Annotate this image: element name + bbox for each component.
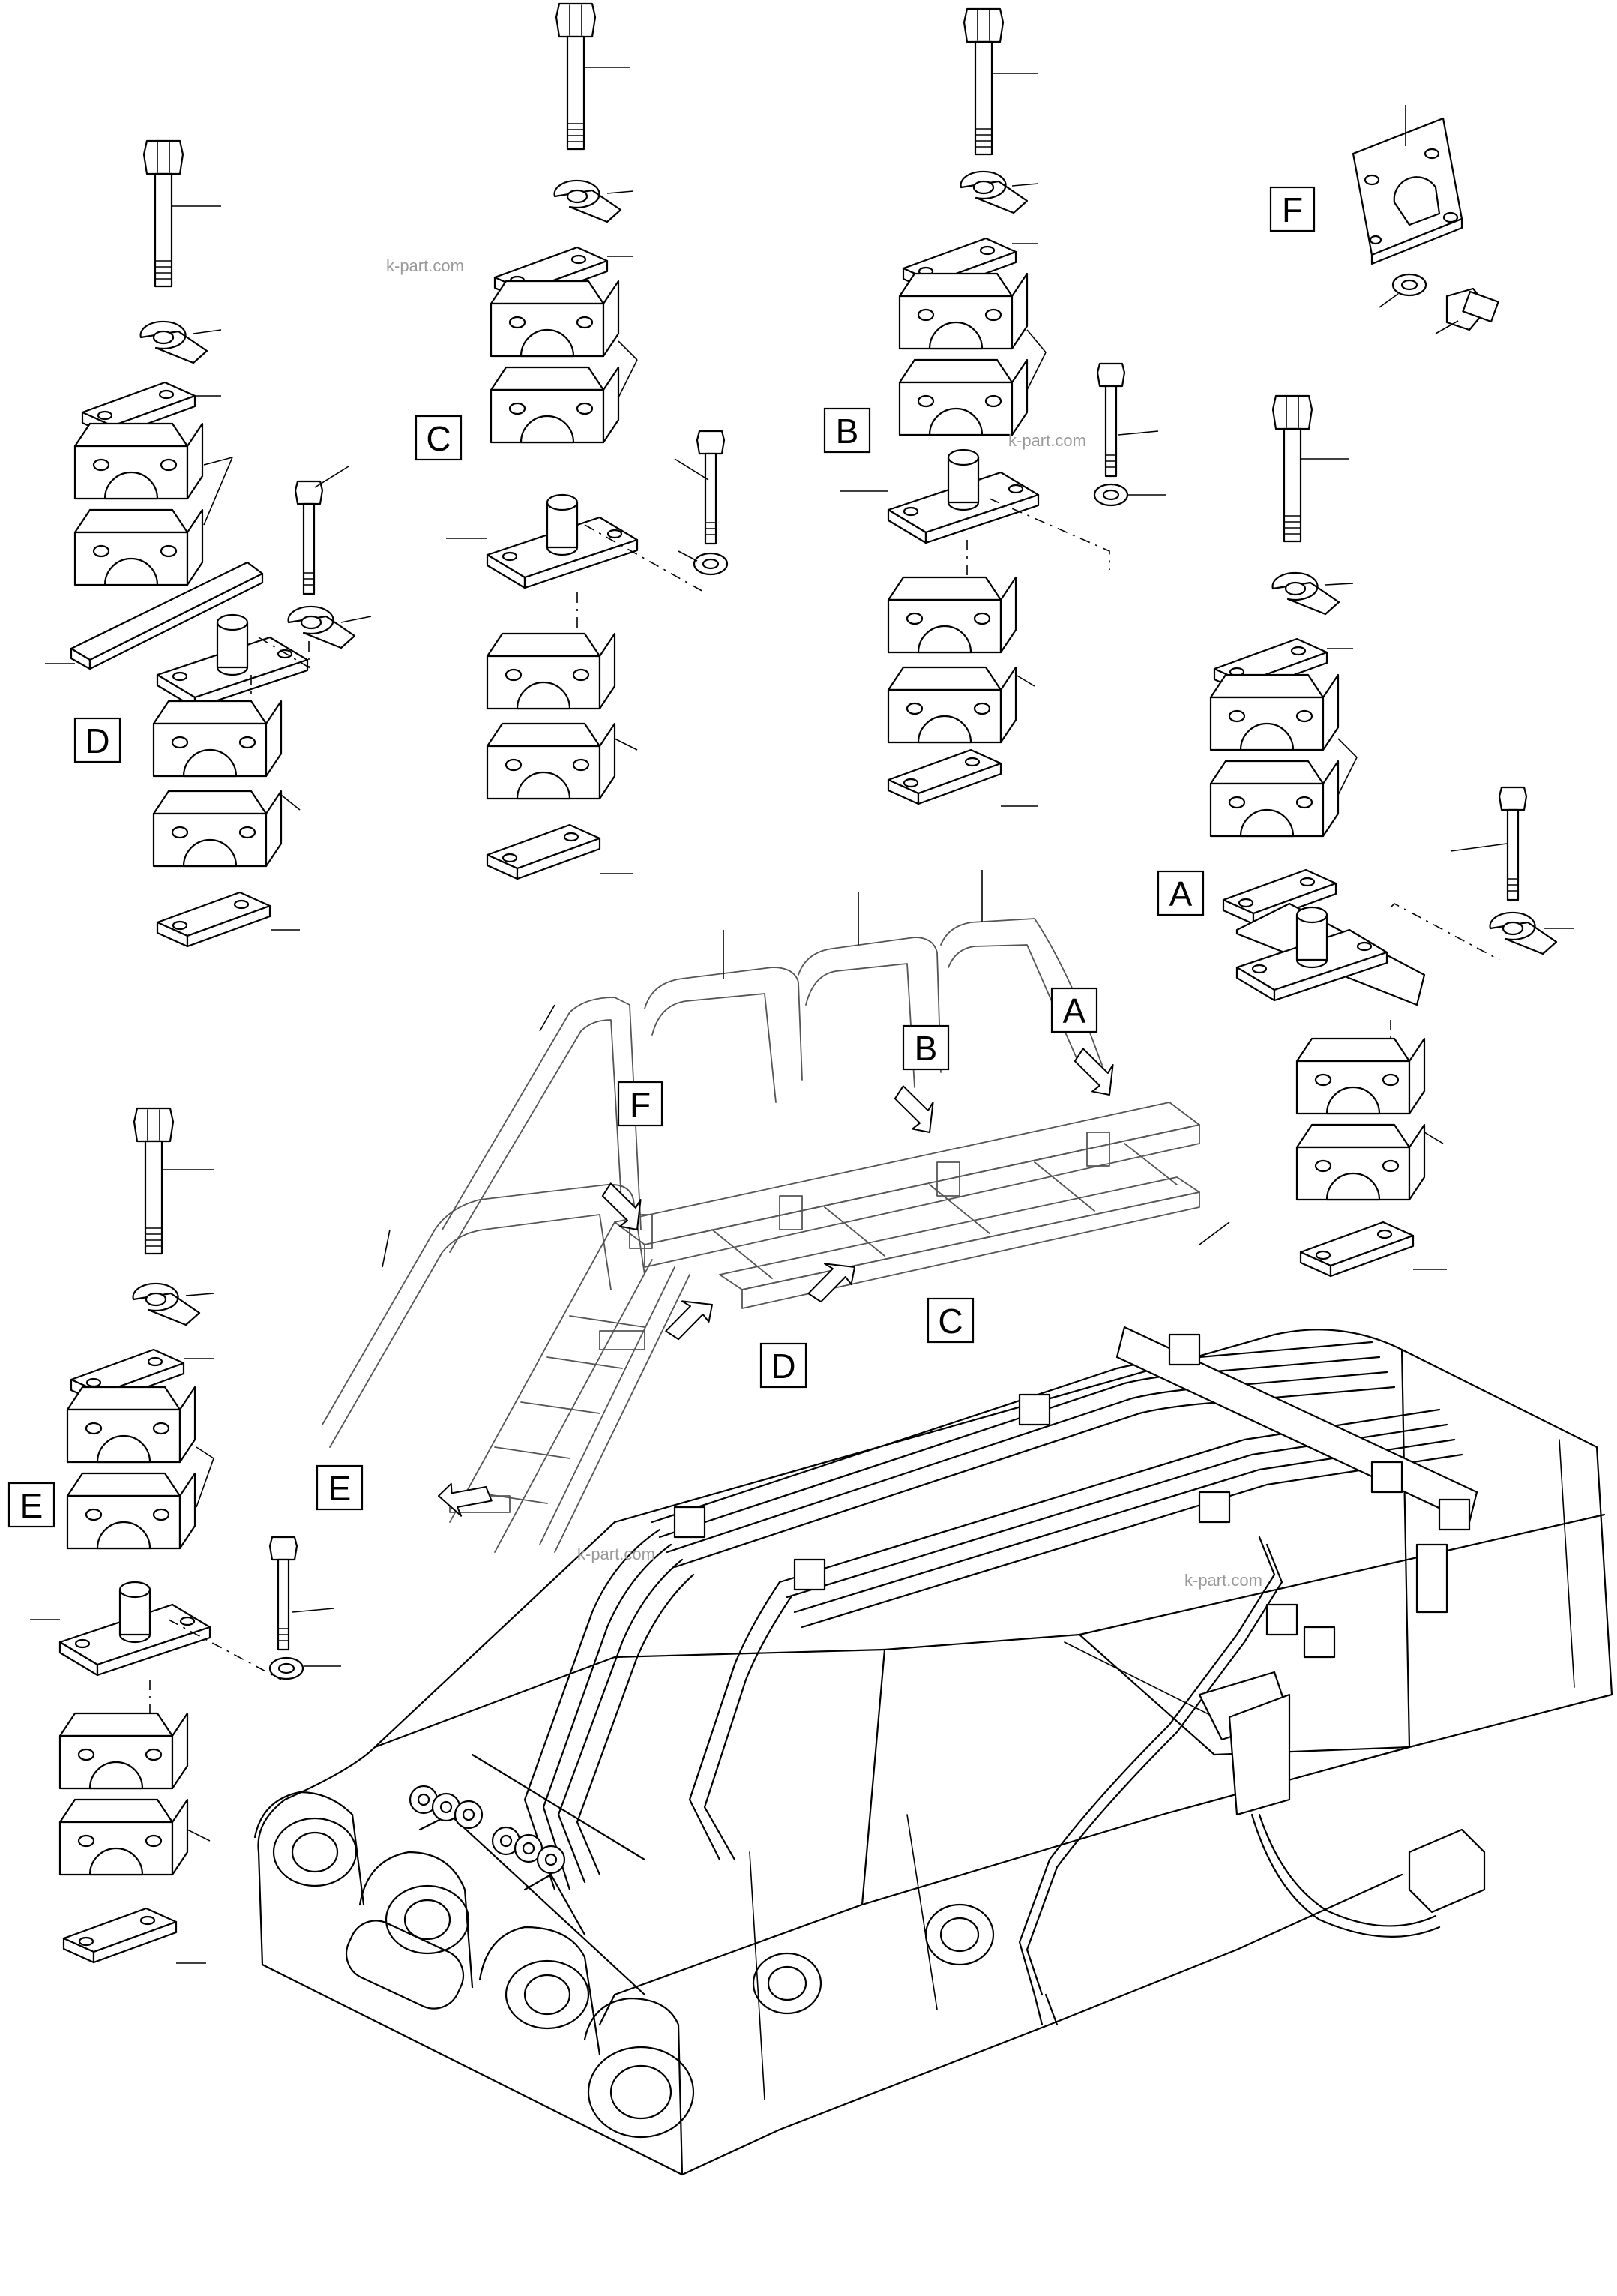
label-c-top-text: C — [426, 419, 451, 458]
label-b-top: B — [823, 407, 871, 454]
label-f-walkway: F — [617, 1081, 663, 1127]
clamp-upper-d2 — [152, 700, 283, 778]
watermark-3: k-part.com — [577, 1545, 655, 1563]
label-f-walkway-text: F — [630, 1085, 651, 1124]
watermark-2: k-part.com — [1008, 431, 1086, 450]
clamp-upper-c2 — [486, 632, 616, 710]
label-d-walkway: D — [759, 1342, 807, 1389]
arrow-d — [657, 1291, 720, 1344]
label-e-walkway-text: E — [328, 1469, 352, 1508]
label-d-walkway-text: D — [771, 1347, 795, 1386]
watermark-1: k-part.com — [386, 256, 464, 275]
tab-washer-b — [960, 170, 1029, 214]
label-b-walkway: B — [902, 1024, 950, 1071]
tab-washer-e — [132, 1282, 201, 1326]
label-f-top-text: F — [1282, 190, 1303, 229]
tab-washer-a — [1271, 571, 1340, 616]
label-a-walkway: A — [1050, 987, 1098, 1033]
small-bolt-b — [1096, 362, 1126, 478]
tab-washer-c — [553, 179, 622, 223]
assembly-e — [30, 1107, 341, 1964]
clamp-lower-d — [73, 508, 204, 586]
small-bolt-e — [268, 1536, 298, 1651]
clamp-lower-e — [66, 1472, 196, 1550]
bolt-a — [1271, 394, 1313, 543]
clamp-lower-b2 — [887, 666, 1017, 744]
label-d-text: D — [85, 721, 109, 760]
arrow-e — [434, 1474, 496, 1524]
clamp-lower-e2 — [58, 1798, 189, 1876]
assembly-f — [1352, 105, 1499, 334]
label-a-walkway-text: A — [1063, 991, 1086, 1030]
label-a-top: A — [1157, 870, 1205, 916]
bottom-plate-c — [486, 823, 601, 880]
hydraulic-lines — [409, 1326, 1478, 1891]
label-f-top: F — [1269, 186, 1316, 232]
bolt-c — [555, 2, 597, 151]
clamp-lower-c2 — [486, 722, 616, 800]
label-e-left: E — [7, 1482, 55, 1528]
clamp-lower-d2 — [152, 790, 283, 868]
label-c-walkway-text: C — [938, 1302, 963, 1341]
bolt-b — [963, 7, 1005, 156]
label-e-left-text: E — [20, 1486, 43, 1525]
watermarks: k-part.com k-part.com k-part.com k-part.… — [386, 256, 1262, 1590]
pipe-plate-b — [887, 448, 1040, 544]
clamp-upper-a — [1209, 673, 1340, 751]
label-e-walkway: E — [316, 1464, 364, 1511]
bottom-plate-a — [1299, 1221, 1415, 1278]
washer-b — [1093, 483, 1129, 507]
small-tab-d — [287, 605, 356, 649]
pipe-plate-d — [156, 613, 309, 709]
label-c-top: C — [415, 415, 463, 461]
clamp-lower-c — [490, 366, 620, 444]
walkway-assembly — [322, 870, 1230, 1553]
label-a-top-text: A — [1169, 874, 1193, 913]
clamp-lower-a2 — [1295, 1123, 1426, 1201]
bottom-plate-d — [156, 891, 271, 948]
clamp-upper-e — [66, 1386, 196, 1464]
arrow-c — [800, 1254, 863, 1306]
clamp-upper-e2 — [58, 1712, 189, 1790]
clamp-upper-a2 — [1295, 1037, 1426, 1115]
bolt-d — [142, 139, 184, 288]
label-d: D — [73, 717, 121, 763]
bottom-plate-e — [62, 1907, 178, 1964]
label-b-top-text: B — [836, 412, 859, 451]
tube-end-fittings — [409, 1753, 646, 1875]
pipe-plate-e — [58, 1581, 211, 1677]
clamp-lower-b — [898, 358, 1029, 436]
assembly-d — [45, 139, 372, 948]
bolt-e — [133, 1107, 175, 1255]
small-bolt-d — [294, 480, 324, 595]
small-bolt-c — [696, 430, 726, 545]
clamp-upper-c — [490, 280, 620, 358]
washer-f — [1391, 273, 1427, 297]
tab-washer-d — [139, 320, 208, 364]
label-b-walkway-text: B — [915, 1029, 938, 1068]
bottom-plate-b — [887, 748, 1002, 805]
clamp-upper-b — [898, 272, 1029, 350]
label-c-walkway: C — [927, 1297, 975, 1344]
assembly-c — [446, 2, 729, 880]
arrow-b — [891, 1078, 943, 1141]
small-tab-a — [1489, 911, 1558, 955]
washer-e — [268, 1656, 304, 1680]
watermark-4: k-part.com — [1184, 1571, 1262, 1590]
assembly-b — [840, 7, 1166, 807]
clamp-upper-d — [73, 422, 204, 500]
washer-c — [693, 552, 729, 576]
clamp-lower-a — [1209, 760, 1340, 838]
assembly-a — [1209, 394, 1574, 1278]
electrical-harness — [1018, 1536, 1486, 2026]
clamp-upper-b2 — [887, 576, 1017, 654]
boom-assembly — [253, 1326, 1613, 2176]
